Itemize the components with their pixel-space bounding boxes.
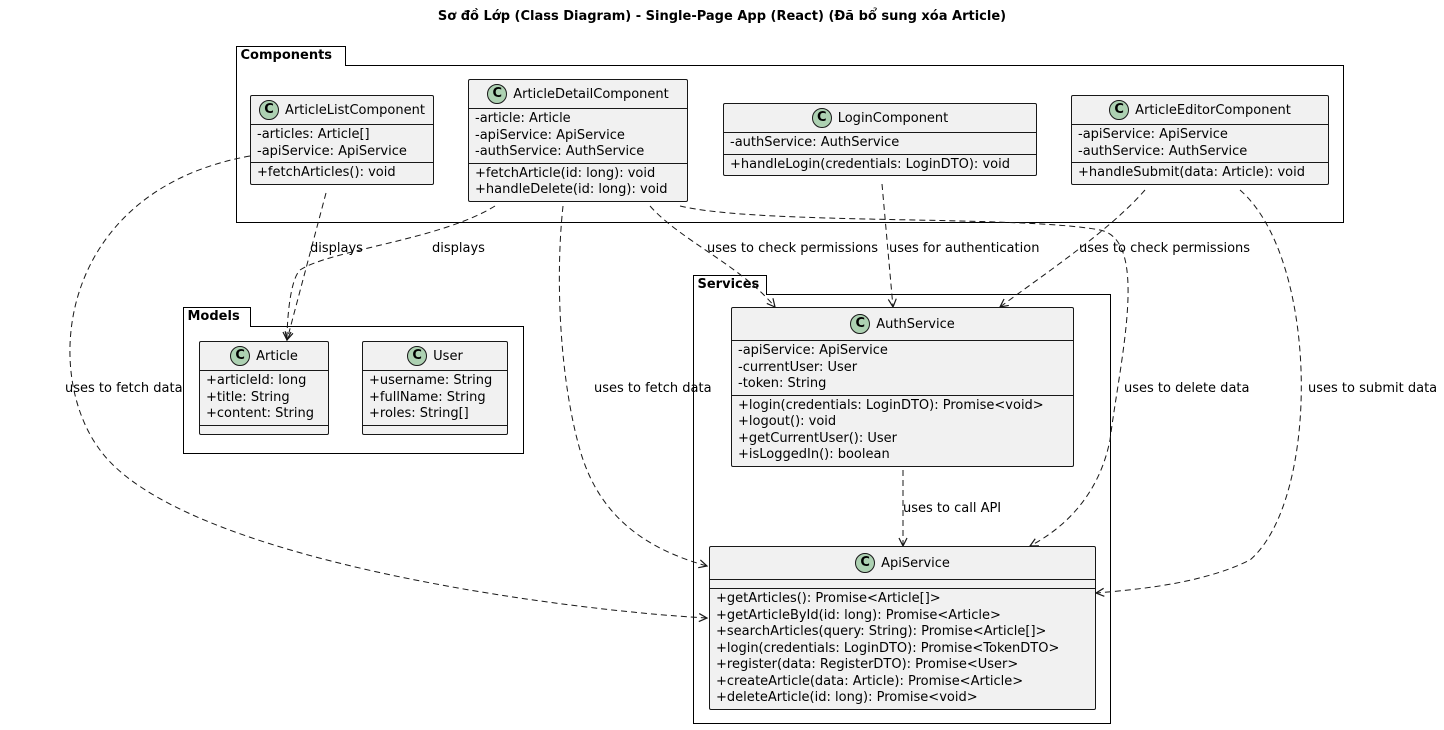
class-method: +login(credentials: LoginDTO): Promise<v…: [738, 397, 1044, 413]
package-models-label: Models: [182, 307, 251, 327]
edge-detail-fetch-api: [558, 205, 707, 566]
class-icon: C: [230, 346, 251, 366]
class-name: User: [433, 348, 463, 364]
edge-editor-submit-api: [1096, 189, 1302, 593]
class-method: +login(credentials: LoginDTO): Promise<T…: [716, 640, 1060, 656]
class-name: ArticleListComponent: [285, 102, 425, 118]
class-method: +searchArticles(query: String): Promise<…: [716, 624, 1047, 639]
edge-label-editor-check: uses to check permissions: [1079, 241, 1250, 256]
package-components-label: Components: [235, 46, 346, 66]
class-name: ApiService: [881, 555, 950, 571]
class-method: +getCurrentUser(): User: [738, 430, 897, 446]
class-field: -apiService: ApiService: [475, 127, 625, 143]
edge-label-detail-displays: displays: [432, 241, 485, 256]
class-field: +roles: String[]: [369, 406, 469, 421]
class-field: -authService: AuthService: [475, 144, 645, 159]
class-field: +articleId: long: [206, 373, 307, 388]
edge-detail-displays-article: [287, 205, 496, 340]
class-field: -currentUser: User: [738, 359, 858, 375]
class-method: +handleDelete(id: long): void: [475, 182, 668, 197]
class-name: ArticleDetailComponent: [513, 86, 669, 102]
class-icon: C: [259, 100, 280, 120]
edge-detail-delete-api: [679, 205, 1129, 546]
edge-list-fetch-api: [69, 155, 707, 618]
class-field: -articles: Article[]: [257, 127, 370, 142]
package-components: Components: [235, 46, 1344, 223]
class-method: +logout(): void: [738, 414, 837, 429]
edge-label-auth-call: uses to call API: [903, 501, 1001, 516]
edge-label-list-fetch: uses to fetch data: [65, 381, 183, 396]
class-icon: C: [1109, 100, 1130, 120]
class-login-component: C LoginComponent -authService: AuthServic…: [723, 103, 1037, 176]
class-method: +handleSubmit(data: Article): void: [1078, 165, 1305, 180]
class-method: +createArticle(data: Article): Promise<A…: [716, 673, 1024, 689]
class-method: +getArticles(): Promise<Article[]>: [716, 591, 941, 606]
class-api-service: C ApiService +getArticles(): Promise<Arti…: [709, 546, 1096, 710]
class-field: +username: String: [369, 373, 493, 388]
class-name: AuthService: [876, 316, 955, 332]
package-services: Services: [692, 275, 1111, 724]
edge-label-login-auth: uses for authentication: [889, 241, 1039, 256]
class-method: +fetchArticles(): void: [257, 165, 396, 180]
class-article-list-component: C ArticleListComponent -articles: Article…: [250, 95, 434, 185]
class-name: ArticleEditorComponent: [1135, 102, 1291, 118]
edge-detail-check-auth: [649, 205, 775, 307]
class-article: C Article +articleId: long +title: String…: [199, 341, 329, 435]
class-field: -authService: AuthService: [730, 135, 900, 150]
class-field: -apiService: ApiService: [1078, 127, 1228, 142]
class-field: -article: Article: [475, 111, 571, 126]
edge-label-editor-submit: uses to submit data: [1308, 381, 1437, 396]
class-user: C User +username: String +fullName: Strin…: [362, 341, 508, 435]
class-icon: C: [850, 314, 871, 334]
class-name: LoginComponent: [837, 110, 949, 126]
class-method: +isLoggedIn(): boolean: [738, 447, 890, 462]
class-icon: C: [487, 84, 508, 104]
class-field: -token: String: [738, 376, 827, 391]
edge-label-list-displays: displays: [310, 241, 363, 256]
class-icon: C: [855, 553, 876, 573]
edge-label-detail-fetch: uses to fetch data: [594, 381, 712, 396]
class-field: +fullName: String: [369, 389, 486, 405]
package-models: Models: [182, 307, 524, 454]
edge-editor-auth: [1000, 189, 1146, 307]
edge-list-displays-article: [287, 192, 327, 340]
class-method: +getArticleById(id: long): Promise<Artic…: [716, 607, 1001, 623]
class-field: -authService: AuthService: [1078, 143, 1248, 159]
class-icon: C: [407, 346, 428, 366]
class-name: Article: [256, 348, 298, 364]
class-method: +handleLogin(credentials: LoginDTO): voi…: [730, 156, 1010, 172]
class-method: +register(data: RegisterDTO): Promise<Us…: [716, 657, 1019, 672]
class-article-editor-component: C ArticleEditorComponent -apiService: Api…: [1071, 95, 1329, 185]
class-icon: C: [811, 108, 832, 128]
diagram-title: Sơ đồ Lớp (Class Diagram) - Single-Page …: [437, 9, 1007, 24]
class-auth-service: C AuthService -apiService: ApiService -cu…: [731, 307, 1074, 467]
class-method: +deleteArticle(id: long): Promise<void>: [716, 690, 978, 705]
class-field: +content: String: [206, 406, 314, 421]
class-field: -apiService: ApiService: [738, 343, 888, 358]
edge-label-detail-check: uses to check permissions: [707, 241, 878, 256]
class-article-detail-component: C ArticleDetailComponent -article: Articl…: [468, 79, 688, 202]
edge-login-auth: [881, 183, 893, 307]
class-field: +title: String: [206, 389, 290, 405]
class-method: +fetchArticle(id: long): void: [475, 165, 656, 181]
package-services-label: Services: [692, 275, 767, 295]
edge-label-detail-delete: uses to delete data: [1124, 381, 1249, 396]
class-field: -apiService: ApiService: [257, 143, 407, 159]
